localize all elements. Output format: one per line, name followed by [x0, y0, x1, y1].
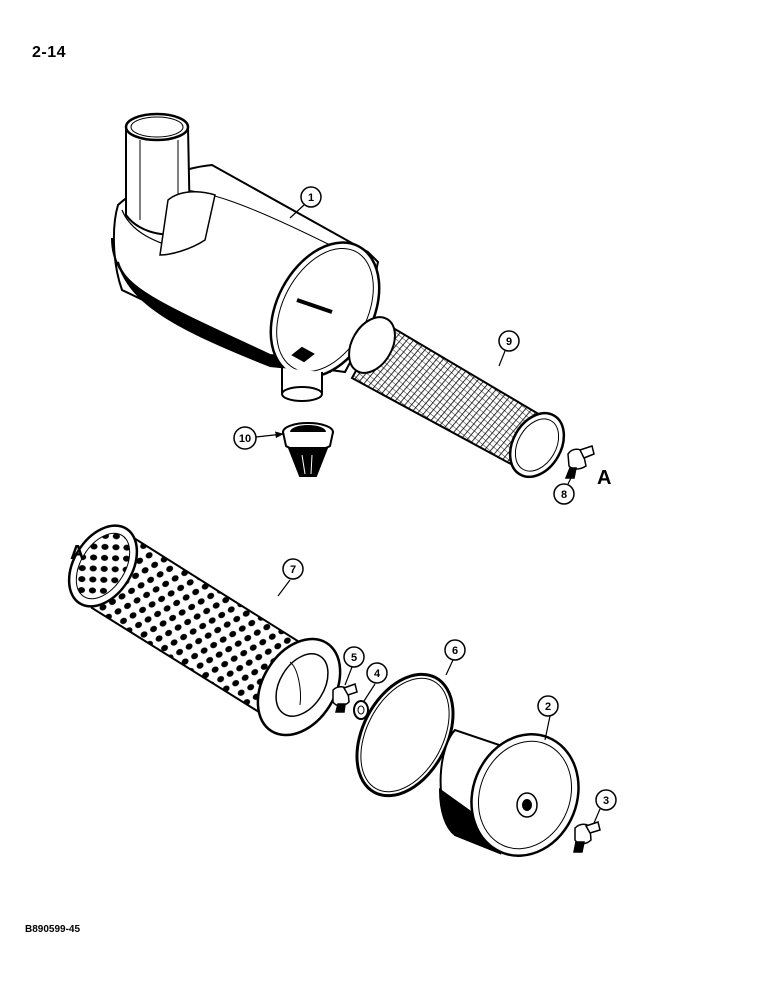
callout-2: 2	[537, 695, 559, 717]
wing-nut-cover	[573, 821, 601, 853]
reference-mark-lower: A	[70, 542, 84, 564]
seal-ring	[355, 672, 455, 798]
end-cover	[438, 728, 580, 857]
callout-8: 8	[553, 483, 575, 505]
callout-3-label: 3	[603, 795, 609, 807]
callout-5: 5	[343, 646, 365, 668]
callout-7-label: 7	[290, 564, 296, 576]
callout-2-label: 2	[545, 701, 551, 713]
callout-6: 6	[444, 639, 466, 661]
callout-10: 10	[233, 426, 257, 450]
wing-nut-primary	[332, 683, 358, 713]
reference-mark-upper: A	[597, 467, 611, 489]
callout-3: 3	[595, 789, 617, 811]
page-number: 2-14	[32, 44, 67, 61]
callout-4: 4	[366, 662, 388, 684]
callout-1-label: 1	[308, 192, 314, 204]
callout-5-label: 5	[351, 652, 357, 664]
callout-9-label: 9	[506, 336, 512, 348]
figure-code: B890599-45	[25, 924, 81, 935]
wing-nut-inner	[564, 445, 595, 479]
callout-4-label: 4	[374, 668, 381, 680]
callout-1: 1	[300, 186, 322, 208]
callout-7: 7	[282, 558, 304, 580]
callout-6-label: 6	[452, 645, 458, 657]
dust-valve	[282, 422, 334, 477]
callout-10-label: 10	[239, 433, 251, 445]
washer	[353, 700, 369, 720]
inner-safety-filter	[348, 316, 566, 479]
callout-9: 9	[498, 330, 520, 352]
callout-8-label: 8	[561, 489, 567, 501]
leader-lines	[255, 204, 601, 824]
primary-filter	[67, 524, 342, 737]
